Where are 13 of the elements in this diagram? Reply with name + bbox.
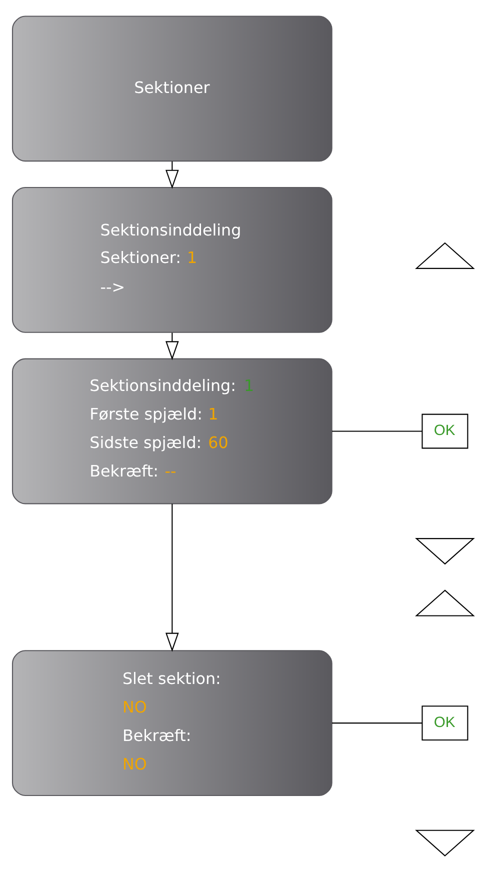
connector — [332, 722, 422, 724]
node-box: Sektionsinddeling Sektioner: 1 --> — [12, 187, 332, 333]
node-box: Sektionsinddeling: 1 Første spjæld: 1 Sidste spjæld: 60 Bekræft: -- — [12, 358, 332, 504]
arrow — [166, 504, 179, 652]
node-box: OK — [422, 706, 468, 741]
node-triangle — [415, 242, 475, 269]
node-triangle — [415, 538, 475, 565]
node-box: Slet sektion: NO Bekræft: NO — [12, 650, 332, 796]
node-box: OK — [422, 414, 468, 449]
connector — [332, 430, 422, 432]
node-triangle — [415, 590, 475, 616]
node-triangle — [415, 830, 475, 856]
node-box: Sektioner — [12, 16, 332, 162]
